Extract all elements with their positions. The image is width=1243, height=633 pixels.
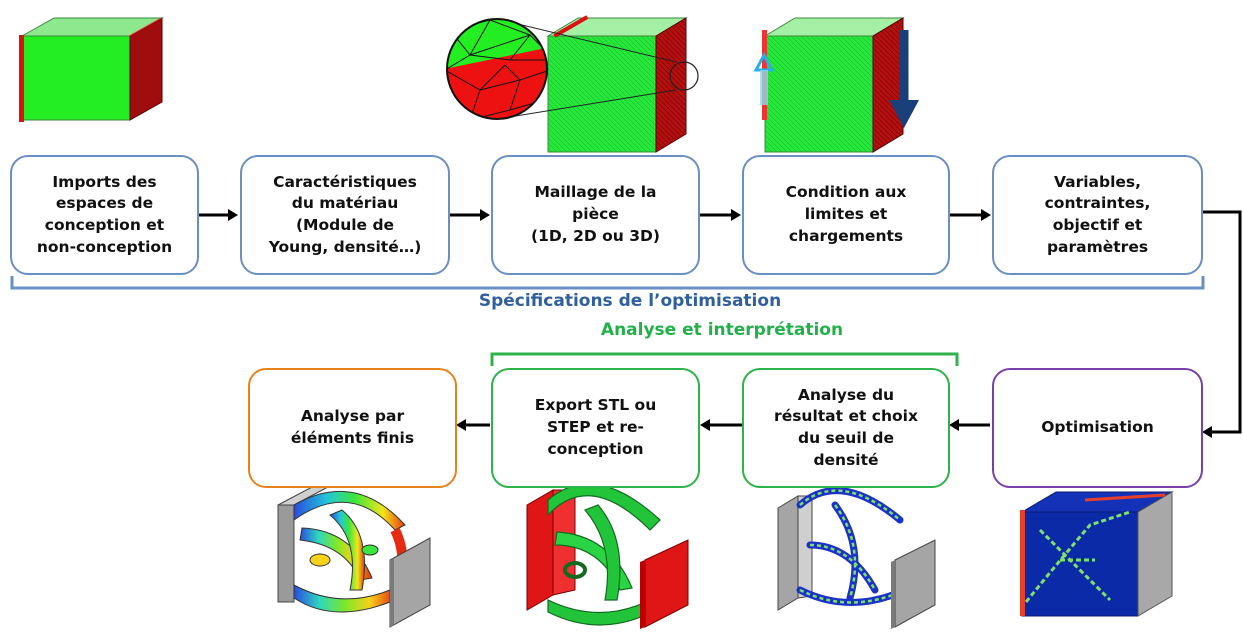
step-materiau-box: Caractéristiques du matériau (Module de … [240, 155, 450, 275]
arrow-head [228, 209, 238, 221]
arrow-head [456, 419, 466, 431]
step-variables-box: Variables, contraintes, objectif et para… [992, 155, 1203, 275]
step-conditions-box: Condition aux limites et chargements [742, 155, 950, 275]
arrow-head [949, 419, 959, 431]
step-analyse-resultat-box: Analyse du résultat et choix du seuil de… [742, 368, 950, 488]
step-optimisation-box: Optimisation [992, 368, 1203, 488]
specifications-label: Spécifications de l’optimisation [478, 291, 782, 311]
step-export-box: Export STL ou STEP et re- conception [491, 368, 700, 488]
arrow-head [480, 209, 490, 221]
analyse-label: Analyse et interprétation [600, 320, 844, 340]
arrow-head [700, 419, 710, 431]
arrow-head [1202, 426, 1212, 438]
analyse-bracket [490, 352, 959, 366]
density-result-image [777, 487, 936, 629]
specifications-bracket [10, 276, 1205, 290]
cad-mesh-image [446, 15, 699, 153]
flow-arrows [199, 210, 1242, 434]
cad-boundary-conditions-image [753, 17, 919, 153]
cad-design-space-image [19, 17, 164, 122]
optimisation-result-image [1020, 491, 1174, 617]
fea-result-image [277, 486, 431, 628]
arrow-head [981, 209, 991, 221]
step-analyse-ef-box: Analyse par éléments finis [248, 368, 457, 488]
step-imports-box: Imports des espaces de conception et non… [10, 155, 199, 275]
exported-geometry-image [526, 483, 689, 629]
step-maillage-box: Maillage de la pièce (1D, 2D ou 3D) [491, 155, 700, 275]
arrow-head [731, 209, 741, 221]
